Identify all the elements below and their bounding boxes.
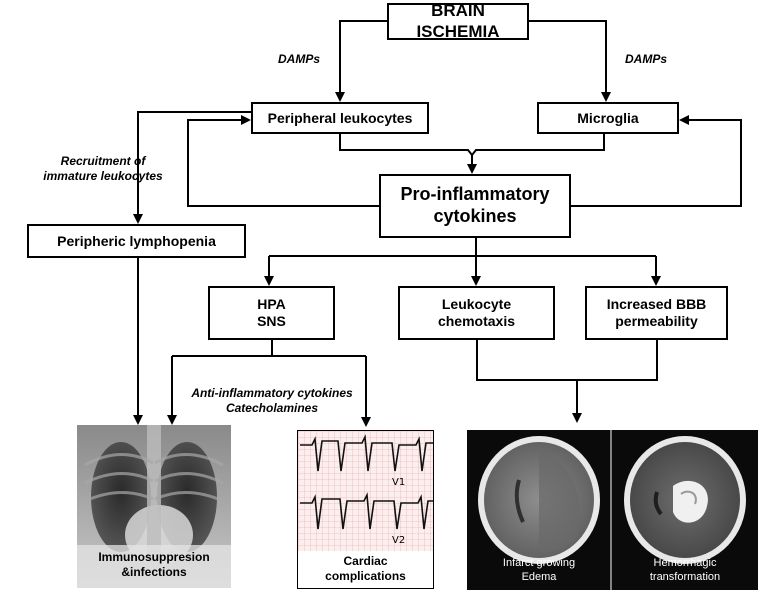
edge-merge-brace <box>339 134 605 157</box>
node-brain-ischemia-label: BRAIN ISCHEMIA <box>416 1 500 41</box>
chest-xray-image <box>77 425 231 588</box>
node-peripheral-leukocytes: Peripheral leukocytes <box>251 102 429 134</box>
ecg-caption-line2: complications <box>325 569 406 583</box>
ct-right-caption: Hemorrhagic transformation <box>612 557 758 585</box>
ct-right-caption-line1: Hemorrhagic <box>653 557 717 569</box>
ct-left-caption-line2: Edema <box>521 570 557 583</box>
edge-ischemia-microglia <box>529 20 611 102</box>
node-chemotaxis-line2: chemotaxis <box>437 313 516 329</box>
ecg-caption-line1: Cardiac <box>343 554 388 568</box>
edge-ischemia-leukocytes <box>335 20 387 102</box>
label-anti-inflammatory-line2: Catecholamines <box>225 401 319 415</box>
label-anti-inflammatory-line1: Anti-inflammatory cytokines <box>191 386 353 400</box>
label-recruitment: Recruitment of immature leukocytes <box>28 154 178 184</box>
xray-caption-line2: &infections <box>121 565 187 579</box>
edge-feedback-left <box>187 115 379 207</box>
label-anti-inflammatory: Anti-inflammatory cytokines Catecholamin… <box>176 386 368 416</box>
node-hpa-line1: HPA <box>257 296 286 313</box>
node-pro-inflammatory-cytokines: Pro-inflammatory cytokines <box>379 174 571 238</box>
edge-hpa-split <box>172 340 366 357</box>
ct-scans-drawing <box>478 430 746 590</box>
node-microglia-label: Microglia <box>577 109 639 126</box>
edge-leukocytes-lymphopenia <box>133 111 251 224</box>
node-bbb-line1: Increased BBB <box>606 296 707 313</box>
ecg-image: V1 V2 <box>297 430 434 589</box>
node-pro-inflammatory-line1: Pro-inflammatory <box>400 184 550 205</box>
node-pro-inflammatory-line2: cytokines <box>433 206 517 226</box>
label-damps-left: DAMPs <box>278 52 321 66</box>
ct-left-caption-line1: Infarct growing <box>502 557 576 569</box>
node-microglia: Microglia <box>537 102 679 134</box>
node-peripheral-leukocytes-label: Peripheral leukocytes <box>267 109 413 126</box>
label-recruitment-line1: Recruitment of <box>60 154 146 168</box>
chest-xray-drawing <box>77 425 231 588</box>
node-hpa-line2: SNS <box>257 313 286 329</box>
ct-right-caption-line2: transformation <box>649 570 721 583</box>
node-chemotaxis-line1: Leukocyte <box>441 296 512 313</box>
ecg-drawing: V1 V2 <box>298 431 433 551</box>
edge-feedback-right <box>571 115 742 207</box>
edge-bottom-brace <box>476 340 658 421</box>
node-increased-bbb-permeability: Increased BBB permeability <box>585 286 728 340</box>
node-bbb-line2: permeability <box>615 313 698 329</box>
ecg-lead-v2: V2 <box>392 535 405 546</box>
node-brain-ischemia: BRAIN ISCHEMIA <box>387 1 529 41</box>
ecg-lead-v1: V1 <box>392 477 405 488</box>
ct-left-caption: Infarct growing Edema <box>467 557 611 585</box>
node-hpa-sns: HPA SNS <box>208 286 335 340</box>
node-peripheric-lymphopenia: Peripheric lymphopenia <box>27 224 246 258</box>
ecg-caption: Cardiac complications <box>297 554 434 584</box>
xray-caption-line1: Immunosuppresion <box>98 550 210 564</box>
ct-scans-image <box>467 430 758 590</box>
xray-caption: Immunosuppresion &infections <box>77 550 231 580</box>
node-peripheric-lymphopenia-label: Peripheric lymphopenia <box>57 232 216 249</box>
edge-cytokines-fanout <box>269 238 656 257</box>
node-leukocyte-chemotaxis: Leukocyte chemotaxis <box>398 286 555 340</box>
label-damps-right: DAMPs <box>625 52 668 66</box>
label-recruitment-line2: immature leukocytes <box>43 169 163 183</box>
